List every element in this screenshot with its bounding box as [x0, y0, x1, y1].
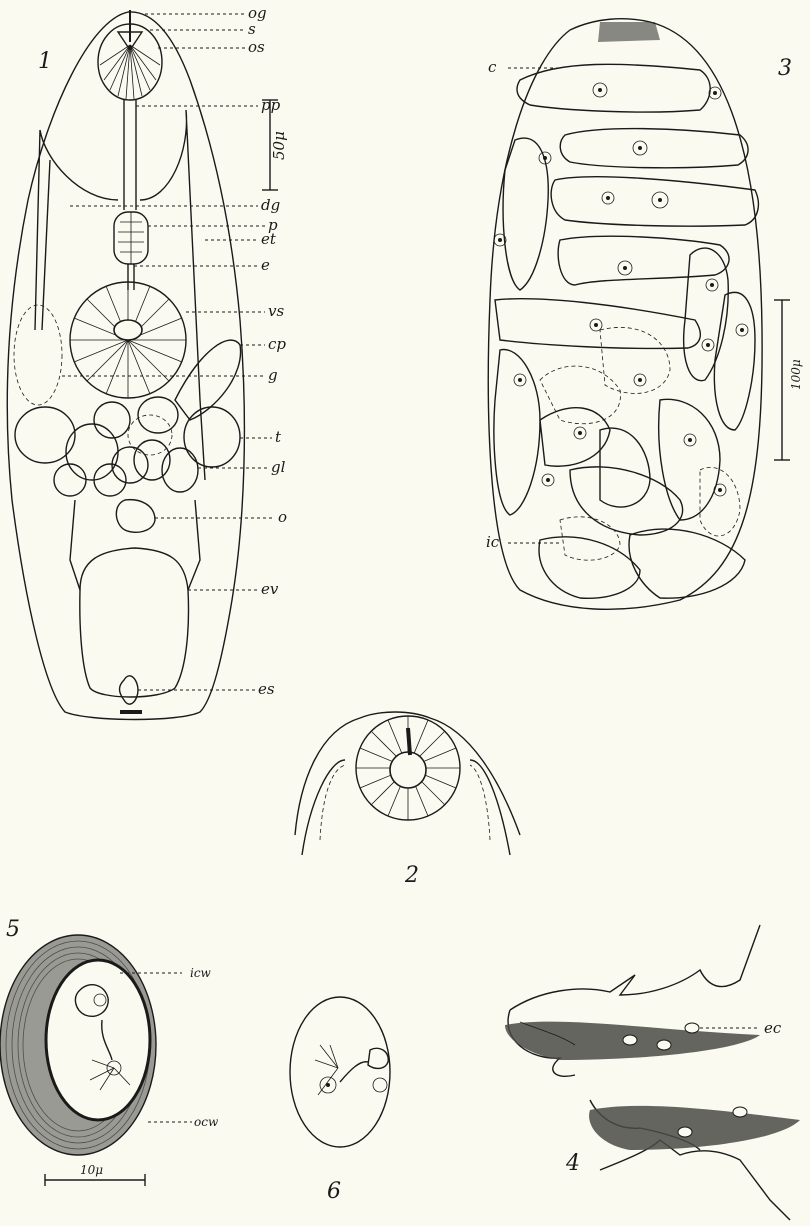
figure-1-number: 1 — [38, 49, 52, 74]
fig1-label-e: e — [261, 256, 270, 274]
figure-1: 50μ og s os pp dg p et e vs cp g t gl o … — [7, 4, 288, 720]
fig5-scale-label: 10μ — [80, 1163, 103, 1177]
fig4-cell-band-2 — [589, 1106, 800, 1150]
fig1-label-g: g — [268, 366, 278, 384]
fig4-label-ec: ec — [764, 1019, 782, 1037]
fig1-label-t: t — [275, 428, 282, 446]
figure-2: 2 — [295, 712, 520, 888]
fig5-inner-cyst-wall — [46, 960, 150, 1120]
fig1-label-s: s — [248, 20, 256, 38]
fig1-scale-label: 50μ — [270, 131, 288, 160]
fig1-label-gl: gl — [271, 458, 286, 476]
figure-4: ec 4 — [505, 925, 800, 1220]
figure-6-number: 6 — [327, 1179, 341, 1204]
fig1-testes — [15, 397, 240, 496]
fig1-label-ev: ev — [261, 580, 279, 598]
fig5-label-ocw: ocw — [194, 1115, 219, 1129]
figure-3: 100μ c ic 3 — [486, 19, 803, 610]
fig1-excretory-vesicle — [80, 548, 189, 697]
fig5-label-icw: icw — [190, 966, 212, 980]
fig1-ovary — [116, 500, 155, 533]
figure-3-number: 3 — [778, 56, 792, 81]
fig1-label-pp: pp — [261, 96, 281, 114]
figure-5-number: 5 — [6, 917, 20, 942]
fig1-label-cp: cp — [268, 335, 286, 353]
fig6-cyst — [290, 997, 390, 1147]
fig1-label-os: os — [248, 38, 265, 56]
fig1-label-et: et — [261, 230, 277, 248]
fig1-label-es: es — [258, 680, 275, 698]
fig1-label-dg: dg — [261, 196, 280, 214]
fig1-excretory-sphincter — [120, 676, 139, 704]
fig3-cyst-wall — [488, 19, 762, 610]
figure-2-number: 2 — [404, 863, 419, 888]
figure-6: 6 — [290, 997, 390, 1204]
fig3-nuclei — [494, 83, 748, 496]
fig3-cells — [494, 64, 758, 598]
fig1-label-o: o — [278, 508, 287, 526]
fig1-body-outline — [7, 12, 244, 720]
fig3-label-ic: ic — [486, 533, 500, 551]
fig3-scale-label: 100μ — [789, 359, 803, 390]
fig3-label-c: c — [488, 58, 497, 76]
figure-5: 10μ icw ocw 5 — [0, 917, 219, 1186]
fig1-label-vs: vs — [268, 302, 284, 320]
figure-4-number: 4 — [565, 1151, 580, 1176]
